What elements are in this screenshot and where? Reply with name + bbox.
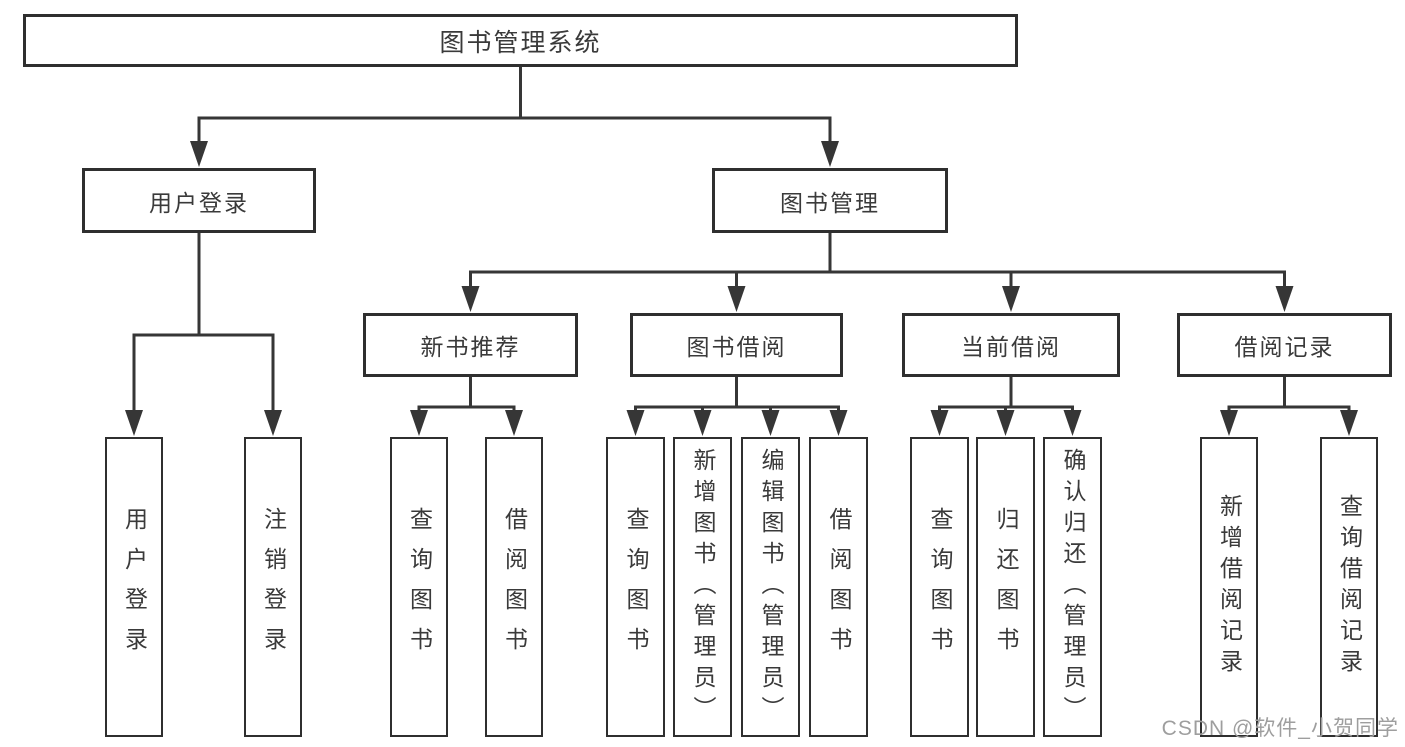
node-label-book-borrow: 图书借阅 xyxy=(686,334,787,360)
node-cb-query: 查询图书 xyxy=(910,437,969,737)
connector-new-book-rec xyxy=(410,375,523,436)
csdn-watermark: CSDN @软件_小贺同学 xyxy=(1161,717,1399,740)
arrowhead xyxy=(1340,410,1358,436)
node-label-book-mgmt: 图书管理 xyxy=(780,189,880,216)
arrowhead xyxy=(190,141,208,167)
arrowhead xyxy=(1002,286,1020,312)
connector-borrow-records xyxy=(1220,375,1358,436)
node-borrow-records: 借阅记录 xyxy=(1177,313,1392,377)
node-label-br-query: 查询借阅记录 xyxy=(1336,494,1363,680)
arrowhead xyxy=(264,410,282,436)
arrowhead xyxy=(1275,286,1294,312)
node-current-borrow: 当前借阅 xyxy=(902,313,1120,377)
arrowhead xyxy=(125,410,143,436)
node-book-borrow: 图书借阅 xyxy=(630,313,843,377)
arrowhead xyxy=(1063,410,1082,436)
connector-root xyxy=(190,65,839,167)
node-user-login: 用户登录 xyxy=(82,168,316,233)
arrowhead xyxy=(829,410,848,436)
arrowhead xyxy=(930,410,949,436)
node-book-mgmt: 图书管理 xyxy=(712,168,948,233)
node-ul-login: 用户登录 xyxy=(105,437,163,737)
node-label-bb-borrow: 借阅图书 xyxy=(826,507,852,667)
node-label-bb-add: 新增图书（管理员） xyxy=(690,447,716,727)
node-br-add: 新增借阅记录 xyxy=(1200,437,1258,737)
node-ul-logout: 注销登录 xyxy=(244,437,302,737)
node-label-user-login: 用户登录 xyxy=(149,189,249,216)
node-label-br-add: 新增借阅记录 xyxy=(1216,494,1243,680)
arrowhead xyxy=(461,286,480,312)
node-bb-borrow: 借阅图书 xyxy=(809,437,868,737)
connector-current-borrow xyxy=(930,375,1082,436)
node-bb-query: 查询图书 xyxy=(606,437,665,737)
arrowhead xyxy=(410,410,428,436)
node-cb-return: 归还图书 xyxy=(976,437,1035,737)
node-label-current-borrow: 当前借阅 xyxy=(961,334,1061,360)
node-label-root: 图书管理系统 xyxy=(439,28,602,57)
node-nbr-query: 查询图书 xyxy=(390,437,448,737)
arrowhead xyxy=(626,410,645,436)
node-label-nbr-borrow: 借阅图书 xyxy=(501,507,528,667)
node-root: 图书管理系统 xyxy=(23,14,1018,67)
arrowhead xyxy=(821,141,839,167)
node-label-ul-logout: 注销登录 xyxy=(260,507,287,667)
node-label-new-book-rec: 新书推荐 xyxy=(420,334,521,360)
node-label-cb-query: 查询图书 xyxy=(927,507,953,667)
connector-book-borrow xyxy=(626,375,848,436)
arrowhead xyxy=(996,410,1015,436)
connector-user-login xyxy=(125,231,282,436)
arrowhead xyxy=(505,410,523,436)
node-br-query: 查询借阅记录 xyxy=(1320,437,1378,737)
arrowhead xyxy=(1220,410,1238,436)
node-bb-add: 新增图书（管理员） xyxy=(673,437,732,737)
node-label-borrow-records: 借阅记录 xyxy=(1234,334,1335,360)
arrowhead xyxy=(727,286,746,312)
node-label-cb-confirm: 确认归还（管理员） xyxy=(1060,447,1086,727)
node-new-book-rec: 新书推荐 xyxy=(363,313,578,377)
node-label-nbr-query: 查询图书 xyxy=(406,507,433,667)
node-cb-confirm: 确认归还（管理员） xyxy=(1043,437,1102,737)
node-bb-edit: 编辑图书（管理员） xyxy=(741,437,800,737)
node-nbr-borrow: 借阅图书 xyxy=(485,437,543,737)
node-label-cb-return: 归还图书 xyxy=(993,507,1019,667)
node-label-ul-login: 用户登录 xyxy=(121,507,148,667)
connector-book-mgmt xyxy=(461,231,1294,312)
arrowhead xyxy=(761,410,780,436)
node-label-bb-edit: 编辑图书（管理员） xyxy=(758,447,784,727)
node-label-bb-query: 查询图书 xyxy=(623,507,649,667)
arrowhead xyxy=(693,410,712,436)
